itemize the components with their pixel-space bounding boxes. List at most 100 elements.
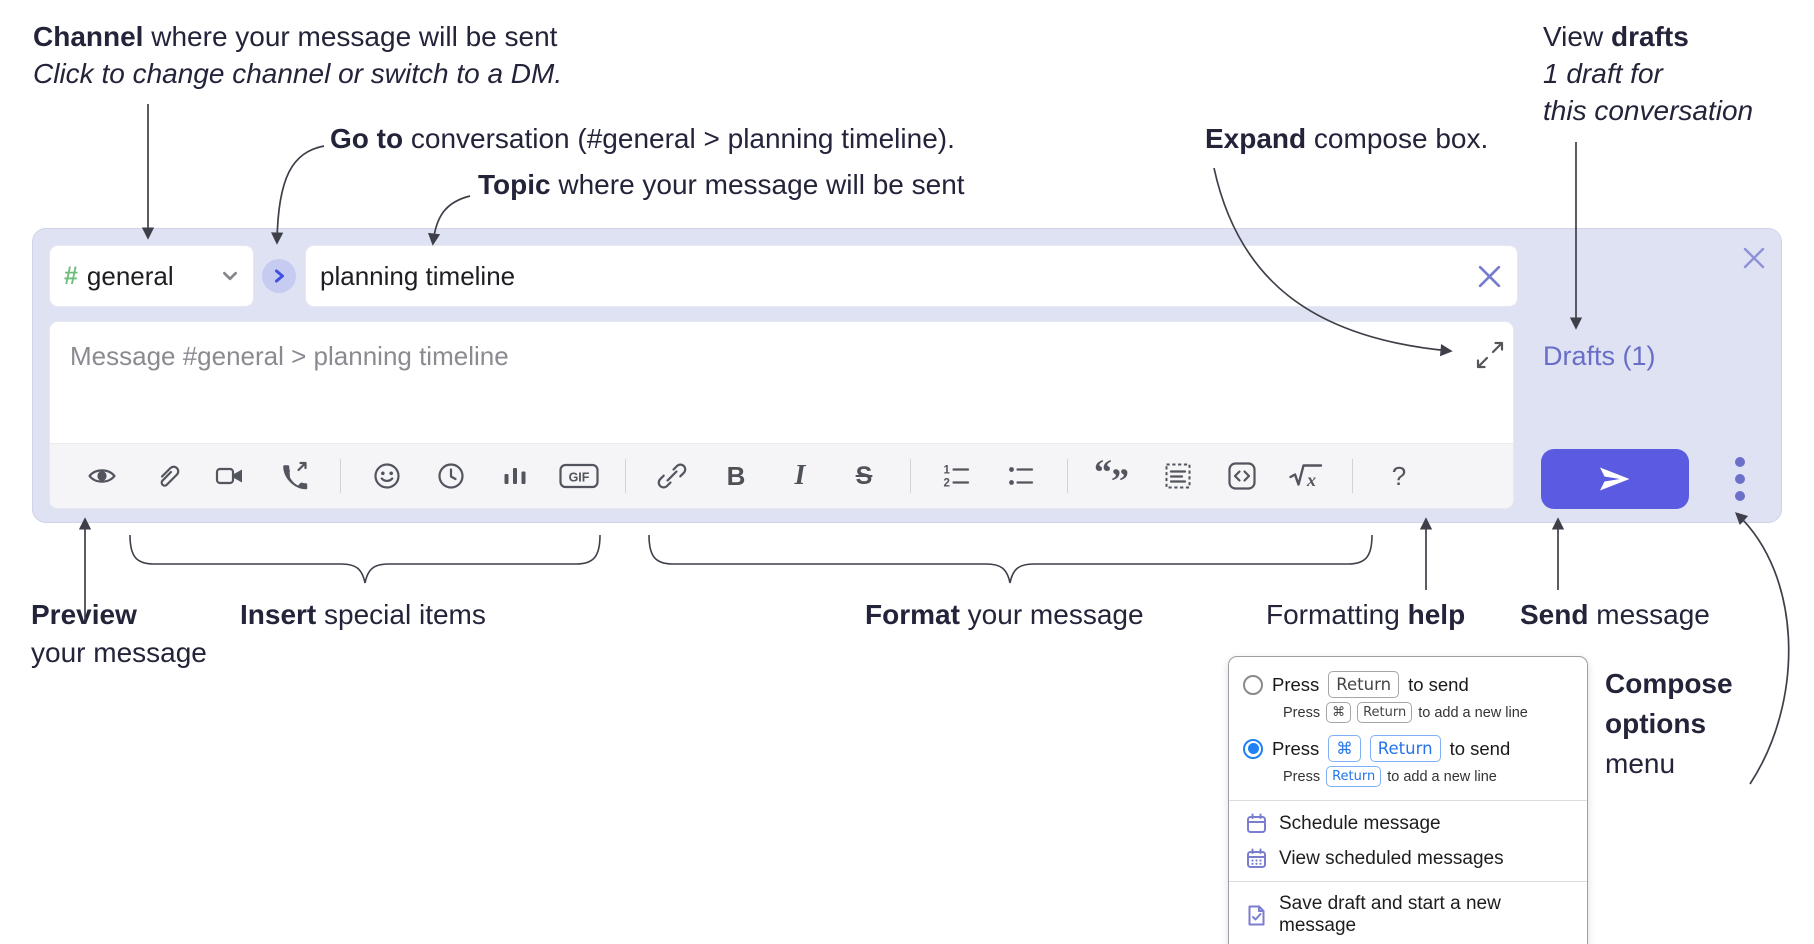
annotation-goto: Go to conversation (#general > planning …	[330, 123, 955, 154]
preview-button[interactable]	[70, 453, 134, 499]
send-button[interactable]	[1541, 449, 1689, 509]
hash-icon: #	[64, 261, 78, 290]
svg-text:2: 2	[944, 478, 950, 490]
option-text: to send	[1408, 673, 1469, 695]
topic-value: planning timeline	[320, 260, 516, 291]
topic-input[interactable]: planning timeline	[305, 245, 1518, 307]
eye-icon	[87, 461, 117, 491]
return-key-chip: Return	[1369, 735, 1441, 762]
svg-text:”: ”	[1111, 461, 1129, 501]
audio-call-button[interactable]	[262, 453, 326, 499]
kebab-menu-icon	[1735, 457, 1745, 501]
send-option-cmd-return: Press ⌘ Return to send Press Return to a…	[1229, 731, 1587, 795]
video-clip-button[interactable]	[198, 453, 262, 499]
blockquote-icon: “”	[1094, 452, 1132, 501]
chevron-down-icon	[221, 267, 239, 285]
arrow-compose-options	[1735, 512, 1790, 785]
annotation-topic: Topic where your message will be sent	[478, 169, 965, 200]
menu-item-save-draft[interactable]: Save draft and start a new message	[1229, 887, 1587, 943]
option-text: Press	[1272, 737, 1320, 759]
menu-item-view-scheduled[interactable]: View scheduled messages	[1229, 841, 1587, 876]
link-button[interactable]	[640, 453, 704, 499]
poll-button[interactable]	[483, 453, 547, 499]
svg-text:“: “	[1094, 452, 1112, 492]
bulleted-list-button[interactable]	[989, 453, 1053, 499]
annotation-expand: Expand compose box.	[1205, 123, 1489, 154]
message-input[interactable]: Message #general > planning timeline	[49, 321, 1514, 509]
radio-unselected-icon[interactable]	[1243, 674, 1263, 695]
code-block-icon	[1163, 461, 1193, 491]
menu-divider	[1229, 800, 1587, 801]
expand-icon	[1475, 340, 1505, 370]
channel-selector[interactable]: # general	[49, 245, 254, 307]
clear-topic-button[interactable]	[1476, 263, 1503, 290]
annotation-insert: Insert special items	[240, 599, 486, 630]
radio-option-cmd-return[interactable]: Press ⌘ Return to send	[1243, 735, 1573, 762]
italic-button[interactable]: I	[768, 453, 832, 499]
compose-options-button[interactable]	[1718, 456, 1762, 502]
video-camera-icon	[215, 461, 245, 491]
formula-button[interactable]: x	[1274, 453, 1338, 499]
annotation-compose-options: Compose options menu	[1605, 668, 1733, 779]
emoji-button[interactable]	[355, 453, 419, 499]
goto-conversation-button[interactable]	[262, 259, 296, 293]
toolbar-divider	[340, 459, 341, 493]
smiley-icon	[372, 461, 402, 491]
compose-box: # general planning timeline Message #gen…	[32, 228, 1782, 523]
code-button[interactable]	[1210, 453, 1274, 499]
cmd-key-chip: ⌘	[1326, 702, 1352, 723]
recent-clock-button[interactable]	[419, 453, 483, 499]
expand-compose-button[interactable]	[1474, 339, 1506, 371]
annotation-formatting-help: Formatting help	[1266, 599, 1466, 630]
menu-item-label: View scheduled messages	[1279, 847, 1504, 869]
svg-text:1: 1	[944, 465, 951, 477]
bar-chart-icon	[500, 461, 530, 491]
return-key-chip: Return	[1357, 702, 1413, 723]
menu-item-label: Save draft and start a new message	[1279, 893, 1501, 936]
chevron-right-icon	[270, 267, 288, 285]
calendar-icon	[1245, 812, 1268, 835]
option-subtext: Press Return to add a new line	[1283, 766, 1573, 787]
toolbar-divider	[625, 459, 626, 493]
strikethrough-button[interactable]: S	[832, 453, 896, 499]
code-icon	[1227, 461, 1257, 491]
square-root-icon: x	[1288, 461, 1324, 491]
toolbar-divider	[1067, 459, 1068, 493]
bulleted-list-icon	[1006, 461, 1036, 491]
link-icon	[657, 461, 687, 491]
annotation-view-drafts: View drafts 1 draft for this conversatio…	[1543, 21, 1754, 126]
clear-icon	[1476, 263, 1503, 290]
annotation-send: Send message	[1520, 599, 1710, 630]
toolbar-divider	[910, 459, 911, 493]
brace-format	[648, 534, 1373, 584]
close-compose-button[interactable]	[1739, 243, 1769, 273]
gif-icon: GIF	[558, 461, 600, 491]
channel-name: general	[86, 260, 174, 291]
bold-icon: B	[726, 460, 746, 491]
option-text: to send	[1449, 737, 1511, 759]
radio-selected-icon[interactable]	[1243, 738, 1263, 759]
menu-divider	[1229, 881, 1587, 882]
code-block-button[interactable]	[1146, 453, 1210, 499]
menu-item-schedule-message[interactable]: Schedule message	[1229, 806, 1587, 841]
calendar-grid-icon	[1245, 847, 1268, 870]
radio-option-return[interactable]: Press Return to send	[1243, 671, 1573, 698]
annotation-format: Format your message	[865, 599, 1144, 630]
return-key-chip: Return	[1326, 766, 1382, 787]
option-subtext: Press ⌘ Return to add a new line	[1283, 702, 1573, 723]
annotation-preview: Preview your message	[31, 599, 207, 668]
formatting-help-button[interactable]: ?	[1367, 453, 1431, 499]
message-placeholder: Message #general > planning timeline	[70, 341, 509, 371]
gif-button[interactable]: GIF	[547, 453, 611, 499]
bold-button[interactable]: B	[704, 453, 768, 499]
document-check-icon	[1245, 904, 1268, 927]
svg-text:x: x	[1306, 470, 1316, 490]
blockquote-button[interactable]: “”	[1082, 452, 1146, 501]
attach-file-button[interactable]	[134, 453, 198, 499]
drafts-link[interactable]: Drafts (1)	[1543, 341, 1656, 371]
italic-icon: I	[794, 460, 806, 491]
annotation-channel: Channel where your message will be sent …	[33, 21, 563, 89]
